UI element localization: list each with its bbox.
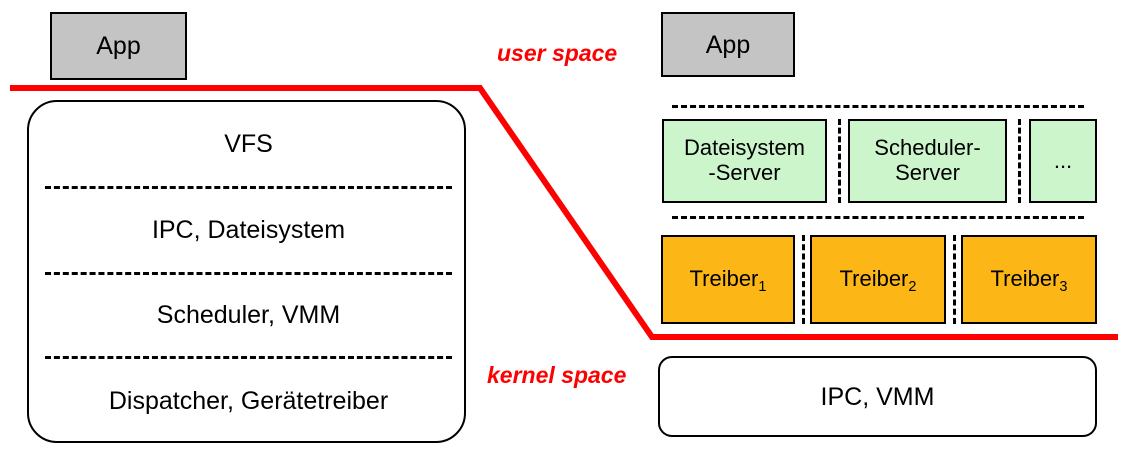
kernel-space-label: kernel space xyxy=(487,362,627,388)
driver-box-2: Treiber2 xyxy=(810,235,946,324)
micro-dash-above-servers xyxy=(672,105,1084,108)
microkernel-core-box: IPC, VMM xyxy=(658,356,1097,437)
driver-box-2-label: Treiber2 xyxy=(839,266,917,296)
microkernel-core-label: IPC, VMM xyxy=(820,382,935,411)
driver-box-1-name: Treiber xyxy=(689,266,759,292)
app-box-microkernel: App xyxy=(661,12,795,77)
micro-vdash-drivers-1 xyxy=(802,235,805,324)
monolithic-kernel-box: VFS IPC, Dateisystem Scheduler, VMM Disp… xyxy=(27,100,466,443)
server-box-ellipsis: ... xyxy=(1029,119,1097,203)
driver-box-3-name: Treiber xyxy=(990,266,1060,292)
server-box-scheduler: Scheduler- Server xyxy=(848,119,1007,203)
server-box-dateisystem: Dateisystem -Server xyxy=(662,119,827,203)
micro-dash-below-servers xyxy=(672,216,1084,219)
server-box-ellipsis-label: ... xyxy=(1053,147,1073,173)
mono-layer-scheduler-vmm-label: Scheduler, VMM xyxy=(156,300,341,329)
mono-layer-vfs-label: VFS xyxy=(224,130,273,158)
driver-box-2-index: 2 xyxy=(908,279,917,296)
mono-layer-ipc-dateisystem-label: IPC, Dateisystem xyxy=(151,215,346,244)
user-space-label: user space xyxy=(497,40,618,66)
micro-vdash-drivers-2 xyxy=(953,235,956,324)
server-box-dateisystem-label: Dateisystem -Server xyxy=(683,135,806,185)
micro-vdash-servers-2 xyxy=(1018,119,1021,203)
mono-layer-scheduler-vmm: Scheduler, VMM xyxy=(29,273,468,357)
mono-divider-3 xyxy=(45,356,452,359)
driver-box-1-index: 1 xyxy=(758,279,767,296)
driver-box-3: Treiber3 xyxy=(961,235,1097,324)
driver-box-3-label: Treiber3 xyxy=(990,266,1068,296)
driver-box-1-label: Treiber1 xyxy=(689,266,767,296)
driver-box-3-index: 3 xyxy=(1059,279,1068,296)
mono-layer-dispatcher-geraetetreiber-label: Dispatcher, Gerätetreiber xyxy=(108,386,389,415)
mono-layer-ipc-dateisystem: IPC, Dateisystem xyxy=(29,187,468,273)
driver-box-2-name: Treiber xyxy=(839,266,909,292)
server-box-scheduler-label: Scheduler- Server xyxy=(874,135,981,185)
driver-box-1: Treiber1 xyxy=(661,235,795,324)
mono-layer-vfs: VFS xyxy=(29,102,468,187)
app-box-monolithic-label: App xyxy=(96,32,141,60)
app-box-monolithic: App xyxy=(50,12,187,80)
mono-layer-dispatcher-geraetetreiber: Dispatcher, Gerätetreiber xyxy=(29,357,468,445)
micro-vdash-servers-1 xyxy=(838,119,841,203)
app-box-microkernel-label: App xyxy=(705,30,751,59)
